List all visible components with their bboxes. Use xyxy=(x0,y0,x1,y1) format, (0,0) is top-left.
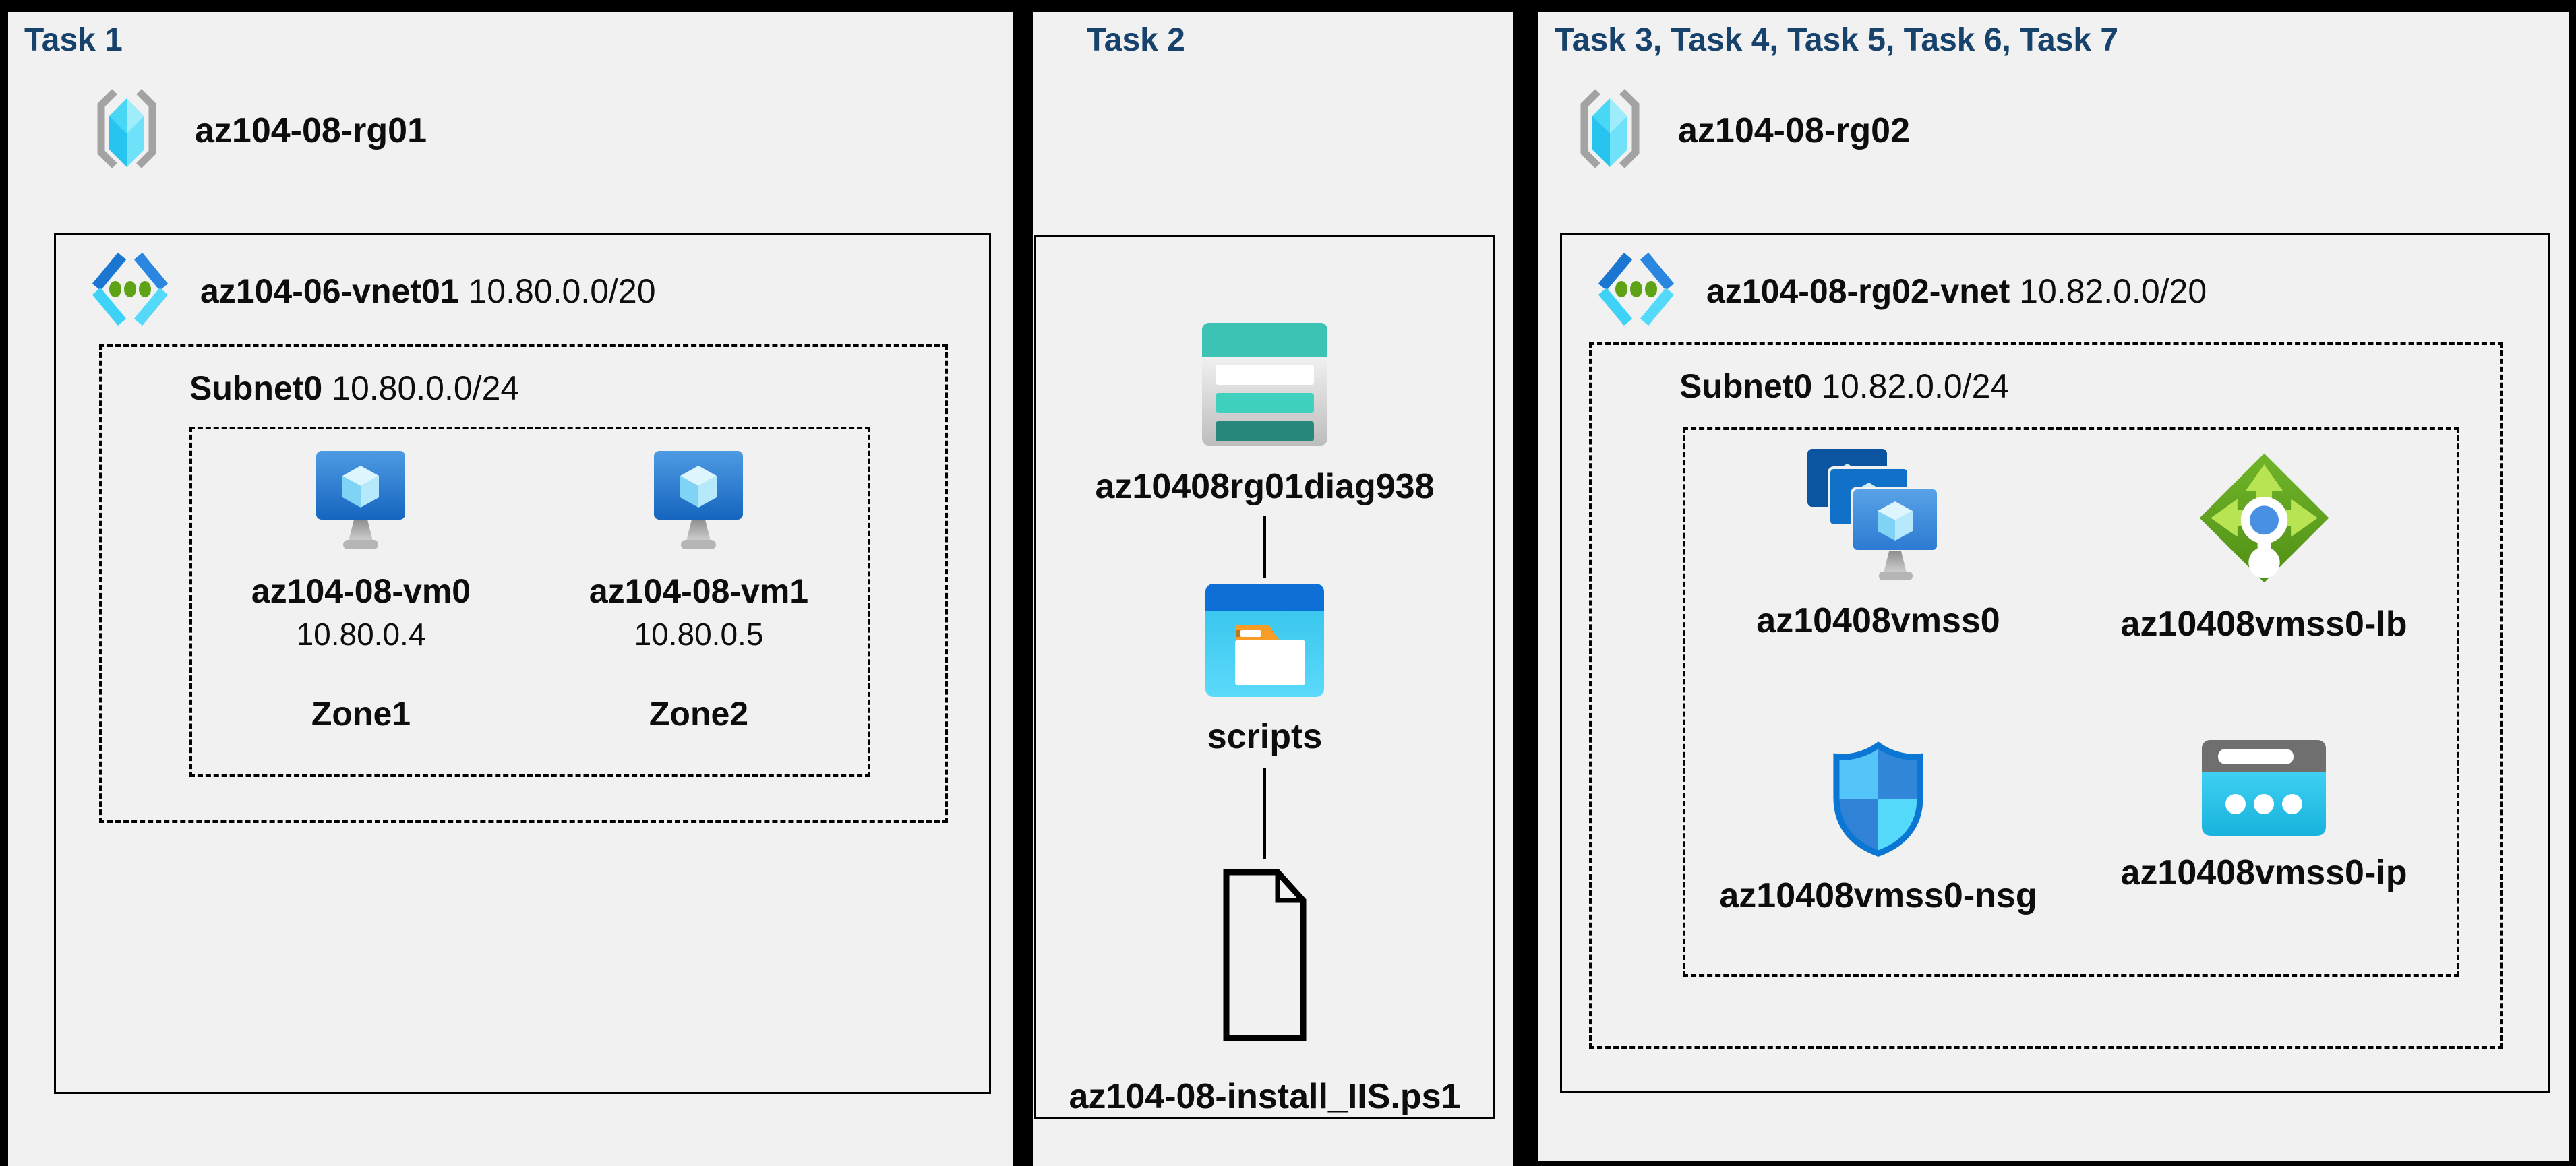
load-balancer-icon xyxy=(2195,449,2333,590)
task3-title: Task 3, Task 4, Task 5, Task 6, Task 7 xyxy=(1555,22,2119,58)
task2-panel: Task 2 az10408rg01diag938 xyxy=(1033,12,1513,1166)
virtual-machine-icon xyxy=(315,450,407,559)
task1-panel: Task 1 az104-08-rg01 xyxy=(8,12,1013,1166)
storage-flow-box: az10408rg01diag938 xyxy=(1034,235,1495,1119)
resource-cell: az10408vmss0-lb xyxy=(2071,430,2457,702)
vnet-name: az104-06-vnet01 xyxy=(200,272,459,310)
resource-group-name: az104-08-rg01 xyxy=(195,111,427,150)
script-file-name: az104-08-install_IIS.ps1 xyxy=(1069,1077,1461,1116)
task3-panel: Task 3, Task 4, Task 5, Task 6, Task 7 a… xyxy=(1538,12,2569,1161)
virtual-machine-icon xyxy=(653,450,744,559)
vnet-label: az104-08-rg02-vnet 10.82.0.0/20 xyxy=(1706,272,2207,311)
task1-title: Task 1 xyxy=(24,22,123,58)
vm-ip: 10.80.0.4 xyxy=(296,617,426,652)
subnet-cidr: 10.80.0.0/24 xyxy=(332,369,520,407)
vm-ip: 10.80.0.5 xyxy=(634,617,764,652)
resource-cell: az10408vmss0-ip xyxy=(2071,702,2457,975)
subnet-cidr: 10.82.0.0/24 xyxy=(1822,367,2010,405)
subnet-box: Subnet0 10.80.0.0/24 xyxy=(99,344,948,823)
vnet-row: az104-06-vnet01 10.80.0.0/20 xyxy=(88,252,656,330)
storage-account-name: az10408rg01diag938 xyxy=(1095,467,1435,506)
vm-zone: Zone1 xyxy=(311,695,411,733)
vm-name: az104-08-vm1 xyxy=(589,572,809,610)
container-name: scripts xyxy=(1207,716,1323,756)
vm-name: az104-08-vm0 xyxy=(251,572,471,610)
load-balancer-name: az10408vmss0-lb xyxy=(2120,605,2407,644)
vnet-cidr: 10.80.0.0/20 xyxy=(468,272,656,310)
public-ip-icon xyxy=(2202,739,2326,839)
vm-zone: Zone2 xyxy=(649,695,749,733)
subnet-name: Subnet0 xyxy=(1679,367,1813,405)
nsg-name: az10408vmss0-nsg xyxy=(1719,876,2037,915)
connector-line xyxy=(1263,516,1266,578)
vmss-icon xyxy=(1807,449,1949,587)
vnet-box: az104-06-vnet01 10.80.0.0/20 Subnet0 10.… xyxy=(54,233,991,1094)
subnet-label: Subnet0 10.80.0.0/24 xyxy=(189,369,519,408)
vnet-name: az104-08-rg02-vnet xyxy=(1706,272,2010,310)
vm-group: az104-08-vm0 10.80.0.4 Zone1 xyxy=(209,450,513,733)
vm-group: az104-08-vm1 10.80.0.5 Zone2 xyxy=(547,450,851,733)
resource-group-name: az104-08-rg02 xyxy=(1678,111,1910,150)
vmss-name: az10408vmss0 xyxy=(1756,601,2000,640)
subnet-box: Subnet0 10.82.0.0/24 xyxy=(1589,342,2503,1049)
resource-group-row: az104-08-rg01 xyxy=(89,86,427,175)
virtual-network-icon xyxy=(1594,252,1678,330)
vnet-cidr: 10.82.0.0/20 xyxy=(2019,272,2207,310)
file-icon xyxy=(1220,865,1309,1048)
resource-cell: az10408vmss0 xyxy=(1685,430,2071,702)
resource-group-icon xyxy=(1572,86,1648,175)
vnet-label: az104-06-vnet01 10.80.0.0/20 xyxy=(200,272,656,311)
public-ip-name: az10408vmss0-ip xyxy=(2120,853,2407,892)
resource-cell: az10408vmss0-nsg xyxy=(1685,702,2071,975)
resource-group-icon xyxy=(89,86,164,175)
storage-account-icon xyxy=(1202,323,1327,449)
task2-title: Task 2 xyxy=(1087,22,1185,58)
subnet-label: Subnet0 10.82.0.0/24 xyxy=(1679,367,2009,406)
blob-container-icon xyxy=(1205,583,1324,700)
virtual-network-icon xyxy=(88,252,172,330)
availability-zone-box: az104-08-vm0 10.80.0.4 Zone1 xyxy=(189,427,870,777)
connector-line xyxy=(1263,767,1266,859)
resource-group-row: az104-08-rg02 xyxy=(1572,86,1910,175)
vnet-row: az104-08-rg02-vnet 10.82.0.0/20 xyxy=(1594,252,2207,330)
vnet-box: az104-08-rg02-vnet 10.82.0.0/20 Subnet0 … xyxy=(1560,233,2550,1093)
subnet-name: Subnet0 xyxy=(189,369,323,407)
vmss-resources-box: az10408vmss0 xyxy=(1683,427,2459,977)
network-security-group-icon xyxy=(1828,740,1929,862)
